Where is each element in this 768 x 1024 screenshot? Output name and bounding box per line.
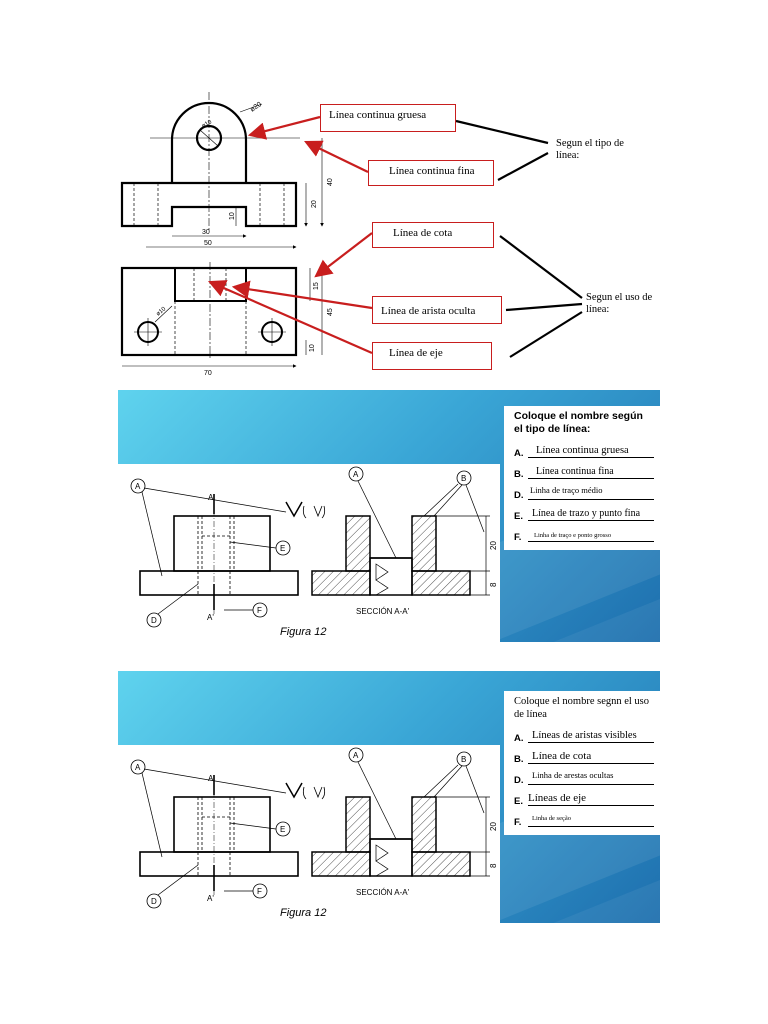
label-linea-de-arista-oculta: Línea de arista oculta xyxy=(372,296,502,324)
top-view xyxy=(120,262,323,368)
dim-h15: 15 xyxy=(313,282,320,290)
slide-1-callout-a-section: A xyxy=(353,470,359,479)
slide-2-answer-f[interactable]: F. Linha de seção xyxy=(514,809,660,830)
slide-2-callout-e: E xyxy=(280,825,285,834)
slide-2-title: Coloque el nombre segnn el uso de línea xyxy=(514,696,650,720)
label-linea-continua-fina: Línea continua fina xyxy=(368,160,494,186)
dim-w50: 50 xyxy=(204,240,212,247)
slide-1-dim-8: 8 xyxy=(489,582,498,587)
slide-1-dim-20: 20 xyxy=(489,541,498,550)
dim-h40: 40 xyxy=(327,178,334,186)
slide-1-callout-e: E xyxy=(280,544,285,553)
slide-2-figure-panel: A E D F A A' xyxy=(118,745,500,923)
slide-1-section-label: SECCIÓN A-A' xyxy=(356,607,410,616)
slide-1-figure: A E D F A A' xyxy=(130,466,498,638)
slide-1-caption: Figura 12 xyxy=(280,626,326,638)
slide-2-section-label: SECCIÓN A-A' xyxy=(356,888,410,897)
slide-1-callout-f: F xyxy=(257,606,262,615)
slide-2-answer-a[interactable]: A. Líneas de aristas visibles xyxy=(514,725,660,746)
slide-1-cut-a2: A' xyxy=(207,613,214,622)
slide-1-title: Coloque el nombre según el tipo de línea… xyxy=(514,410,643,435)
slide-2-callout-b: B xyxy=(461,755,466,764)
slide-2-answer-panel: Coloque el nombre segnn el uso de línea … xyxy=(504,691,660,835)
dim-d-hole: ø10 xyxy=(201,119,214,130)
slide-1-cut-a: A xyxy=(208,493,214,502)
slide-2-cut-a: A xyxy=(208,774,214,783)
slide-2-answer-e[interactable]: E. Líneas de eje xyxy=(514,788,660,809)
dim-d-small: ø10 xyxy=(155,306,167,318)
slide-1-figure-panel: A E D F A A' xyxy=(118,464,500,642)
slide-2-callout-a-section: A xyxy=(353,751,359,760)
slide-1-answer-panel: Coloque el nombre según el tipo de línea… xyxy=(504,406,660,550)
red-pointer-arrows xyxy=(207,115,373,355)
dim-w70: 70 xyxy=(204,370,212,377)
slide-1-callout-a: A xyxy=(135,482,141,491)
slide-1-answer-f[interactable]: F. Linha de traço e ponto grosso xyxy=(514,524,660,545)
group-label-uso: Segun el uso de línea: xyxy=(586,292,653,315)
dim-h10b: 10 xyxy=(309,344,316,352)
slide-2-callout-f: F xyxy=(257,887,262,896)
group-label-tipo: Segun el tipo de línea: xyxy=(556,138,624,161)
slide-1-answer-e[interactable]: E. Línea de trazo y punto fina xyxy=(514,503,660,524)
slide-2-caption: Figura 12 xyxy=(280,907,326,919)
slide-2-cut-a2: A' xyxy=(207,894,214,903)
dim-h20: 20 xyxy=(311,200,318,208)
dim-h45: 45 xyxy=(327,308,334,316)
top-technical-drawing: ø20 ø10 40 20 10 30 50 ø10 xyxy=(120,92,583,377)
slide-1-callout-b: B xyxy=(461,474,466,483)
label-linea-de-cota: Línea de cota xyxy=(372,222,494,248)
dim-w30: 30 xyxy=(202,229,210,236)
dim-h10: 10 xyxy=(229,212,236,220)
slide-1-answer-a[interactable]: A. Línea continua gruesa xyxy=(514,440,660,461)
slide-2-answer-d[interactable]: D. Linha de arestas ocultas xyxy=(514,767,660,788)
slide-1-answer-d[interactable]: D. Linha de traço médio xyxy=(514,482,660,503)
slide-2-figure: A E D F A A' xyxy=(130,747,498,919)
black-bracket-lines xyxy=(455,119,583,358)
label-linea-de-eje: Línea de eje xyxy=(372,342,492,370)
slide-2-answer-b[interactable]: B. Línea de cota xyxy=(514,746,660,767)
slide-1-answer-b[interactable]: B. Línea continua fina xyxy=(514,461,660,482)
dim-d-top: ø20 xyxy=(249,101,263,114)
slide-2-dim-8: 8 xyxy=(489,863,498,868)
slide-2-callout-a: A xyxy=(135,763,141,772)
label-linea-continua-gruesa: Línea continua gruesa xyxy=(320,104,456,132)
front-view xyxy=(120,92,324,249)
slide-1: A E D F A A' xyxy=(118,390,660,642)
slide-2-dim-20: 20 xyxy=(489,822,498,831)
slide-2: A E D F A A' xyxy=(118,671,660,923)
slide-1-callout-d: D xyxy=(151,616,157,625)
slide-2-callout-d: D xyxy=(151,897,157,906)
